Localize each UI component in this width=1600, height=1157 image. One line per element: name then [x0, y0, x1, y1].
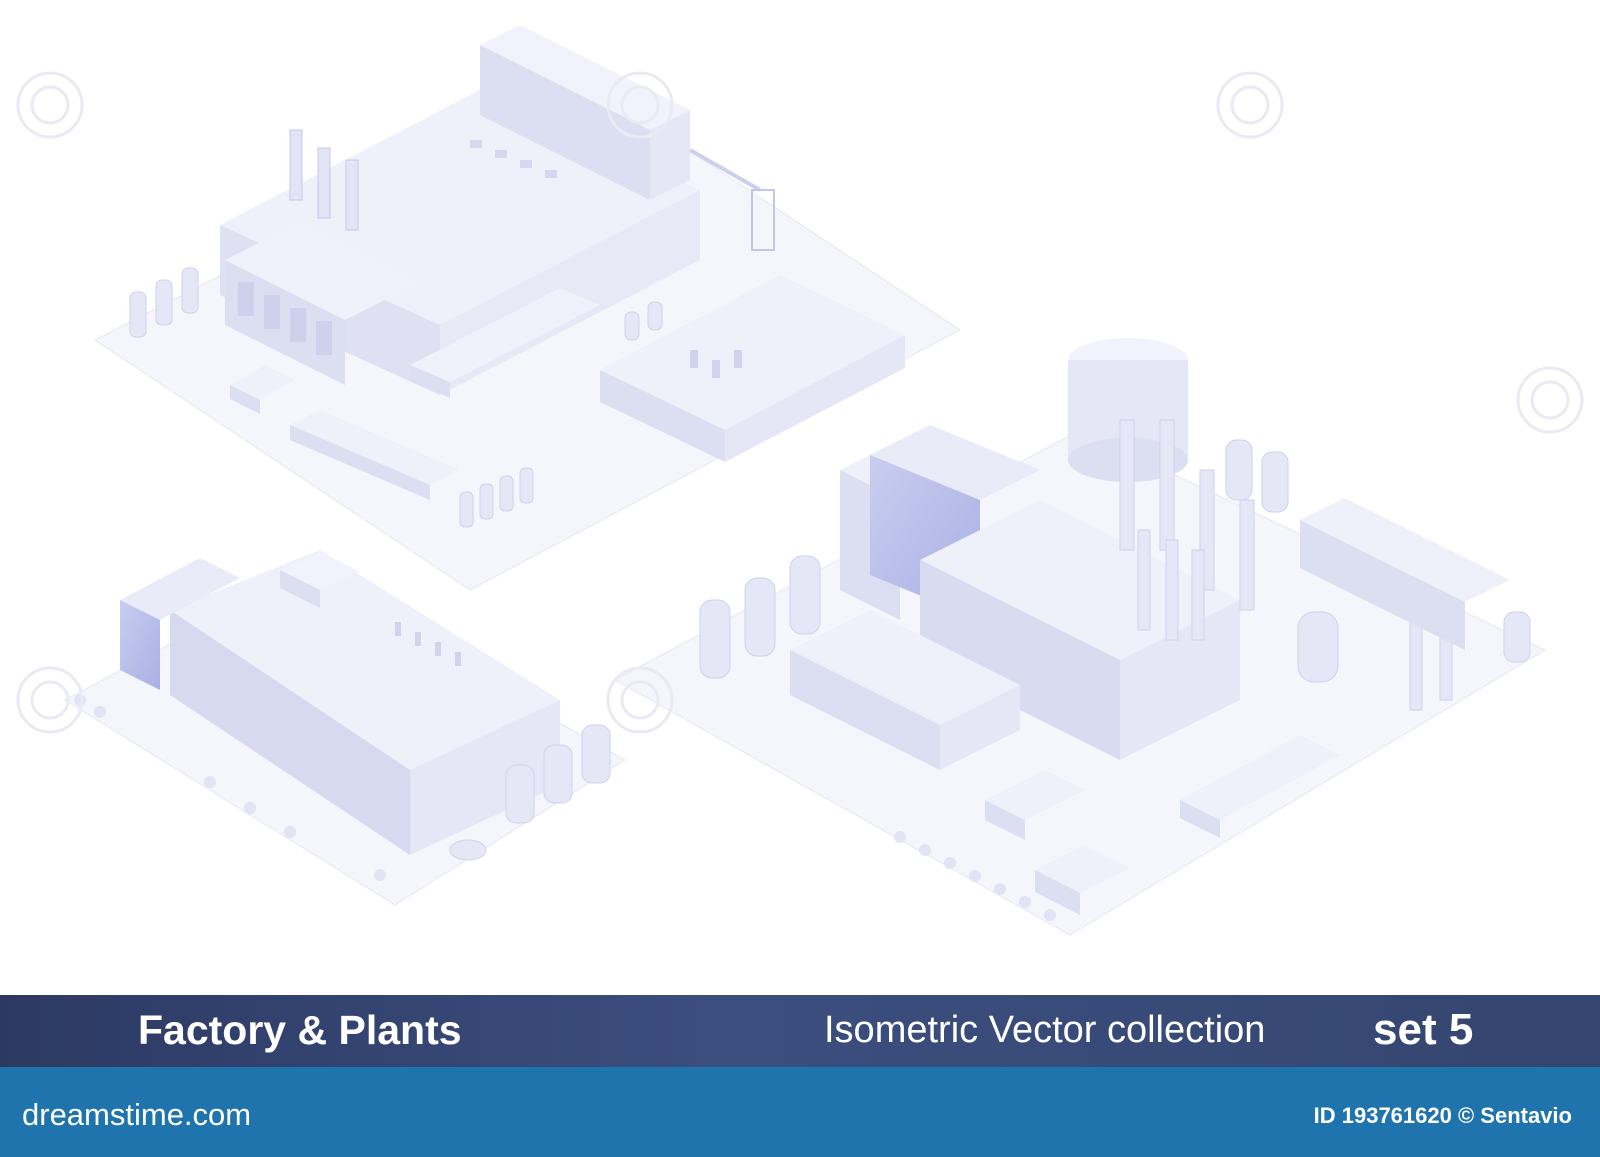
footer-site-logo: dreamstime.com [22, 1097, 252, 1132]
banner-title: Factory & Plants [138, 1007, 462, 1053]
silos [129, 267, 663, 528]
factory-complex-top-left [94, 25, 961, 591]
footer-credit: ID 193761620 © Sentavio [1313, 1103, 1572, 1128]
title-banner: Factory & Plants Isometric Vector collec… [0, 995, 1600, 1067]
factory-illustration [16, 25, 1584, 936]
footer-bar: dreamstime.com ID 193761620 © Sentavio [0, 1067, 1600, 1157]
banner-set-label: set 5 [1373, 1005, 1474, 1054]
watermark-logos [16, 71, 1584, 734]
smoke-stacks [1119, 419, 1453, 711]
factory-complex-right [613, 338, 1547, 936]
chimneys [289, 129, 359, 231]
banner-subtitle: Isometric Vector collection [824, 1009, 1266, 1051]
factory-complex-bottom-left [63, 550, 626, 906]
